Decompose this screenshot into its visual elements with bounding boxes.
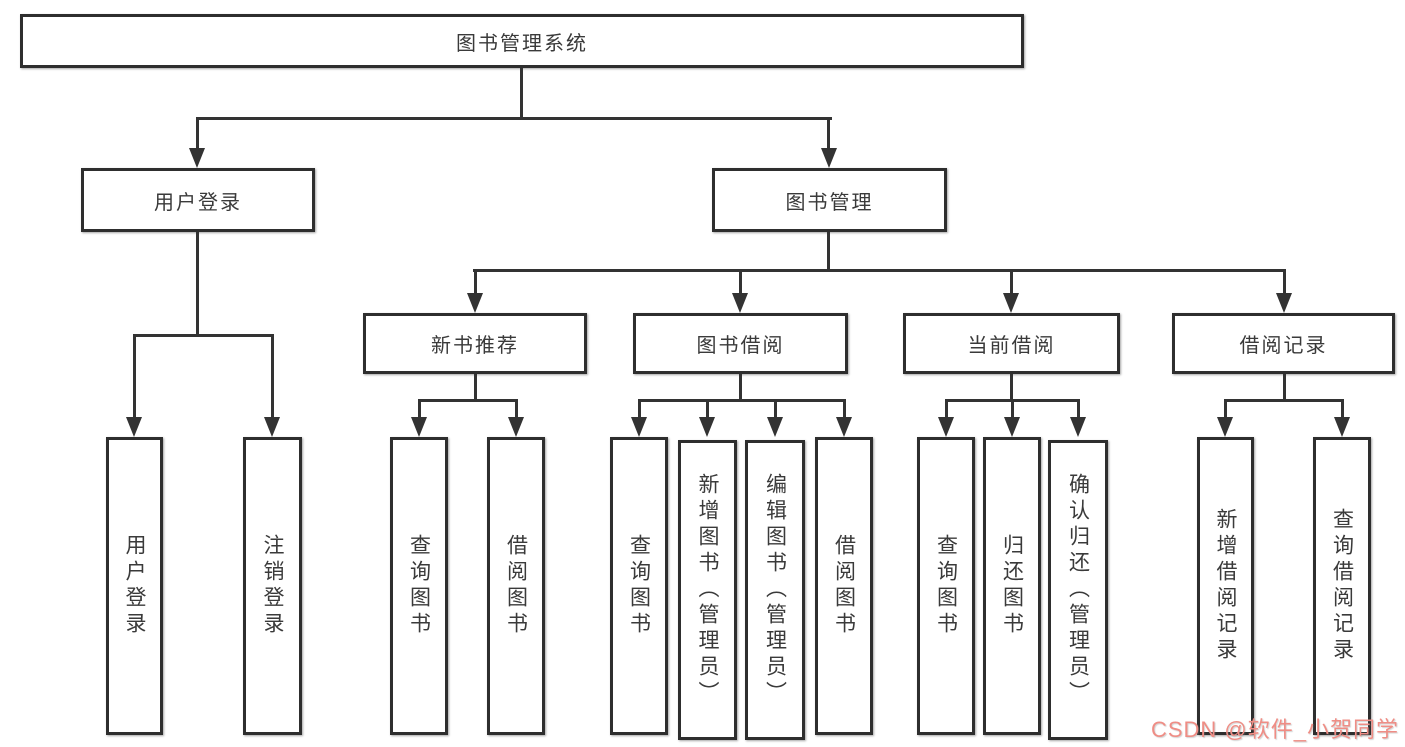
connector-line <box>1010 269 1013 295</box>
arrow-down-icon <box>732 293 748 313</box>
connector-line <box>133 334 136 419</box>
arrow-down-icon <box>1004 417 1020 437</box>
connector-line <box>271 334 274 419</box>
node-book-management-system: 图书管理系统 <box>20 14 1024 68</box>
connector-line <box>133 334 274 337</box>
node-label: 借阅图书 <box>832 534 856 638</box>
arrow-down-icon <box>411 417 427 437</box>
connector-line <box>418 399 518 402</box>
node-return-books: 归还图书 <box>983 437 1041 735</box>
node-query-borrow-record: 查询借阅记录 <box>1313 437 1371 735</box>
node-label: 注销登录 <box>261 534 284 638</box>
connector-line <box>474 374 477 401</box>
connector-line <box>1224 399 1343 402</box>
arrow-down-icon <box>264 417 280 437</box>
node-borrow-books: 借阅图书 <box>487 437 545 735</box>
connector-line <box>1283 269 1286 295</box>
node-user-login-leaf: 用户登录 <box>106 437 163 735</box>
connector-line <box>1011 399 1014 419</box>
csdn-watermark: CSDN @软件_小贺同学 <box>1150 717 1399 742</box>
node-label: 图书管理 <box>785 191 874 214</box>
arrow-down-icon <box>189 148 205 168</box>
node-label: 图书借阅 <box>696 335 785 357</box>
arrow-down-icon <box>938 417 954 437</box>
connector-line <box>1283 374 1286 401</box>
node-borrow-books: 借阅图书 <box>815 437 873 735</box>
arrow-down-icon <box>1334 417 1350 437</box>
node-add-borrow-record: 新增借阅记录 <box>1197 437 1254 735</box>
node-book-borrowing: 图书借阅 <box>633 313 848 374</box>
connector-line <box>739 269 742 295</box>
node-user-login: 用户登录 <box>81 168 315 232</box>
node-label: 归还图书 <box>1000 534 1024 638</box>
connector-line <box>515 399 518 419</box>
node-label: 新增图书（管理员） <box>696 473 719 707</box>
connector-line <box>739 374 742 401</box>
node-label: 查询图书 <box>934 534 958 638</box>
connector-line <box>843 399 846 419</box>
node-label: 确认归还（管理员） <box>1066 473 1090 707</box>
arrow-down-icon <box>1003 293 1019 313</box>
node-label: 借阅图书 <box>504 534 528 638</box>
connector-line <box>638 399 641 419</box>
node-borrowing-records: 借阅记录 <box>1172 313 1395 374</box>
node-add-books-admin: 新增图书（管理员） <box>678 440 737 740</box>
arrow-down-icon <box>1070 417 1086 437</box>
node-label: 查询图书 <box>627 534 651 638</box>
connector-line <box>474 269 477 295</box>
node-current-borrowing: 当前借阅 <box>903 313 1120 374</box>
arrow-down-icon <box>767 417 783 437</box>
node-query-books: 查询图书 <box>610 437 668 735</box>
connector-line <box>1077 399 1080 419</box>
node-label: 新增借阅记录 <box>1214 508 1237 664</box>
arrow-down-icon <box>508 417 524 437</box>
node-edit-books-admin: 编辑图书（管理员） <box>745 440 805 740</box>
arrow-down-icon <box>1217 417 1233 437</box>
node-confirm-return-admin: 确认归还（管理员） <box>1048 440 1108 740</box>
connector-line <box>1341 399 1344 419</box>
connector-line <box>418 399 421 419</box>
node-new-book-recommendation: 新书推荐 <box>363 313 587 374</box>
node-query-books: 查询图书 <box>390 437 448 735</box>
connector-line <box>827 232 830 271</box>
node-query-books: 查询图书 <box>917 437 975 735</box>
node-label: 借阅记录 <box>1239 335 1328 357</box>
node-label: 用户登录 <box>154 191 242 214</box>
node-book-management: 图书管理 <box>712 168 947 232</box>
connector-line <box>827 117 830 150</box>
node-label: 新书推荐 <box>431 335 519 357</box>
arrow-down-icon <box>699 417 715 437</box>
connector-line <box>638 399 846 402</box>
connector-line <box>196 117 199 150</box>
node-label: 图书管理系统 <box>456 32 588 55</box>
node-label: 用户登录 <box>123 534 146 638</box>
connector-line <box>1224 399 1227 419</box>
arrow-down-icon <box>836 417 852 437</box>
node-label: 查询图书 <box>407 534 431 638</box>
arrow-down-icon <box>1276 293 1292 313</box>
connector-line <box>520 68 523 118</box>
node-label: 当前借阅 <box>967 335 1056 357</box>
node-label: 编辑图书（管理员） <box>763 473 787 707</box>
arrow-down-icon <box>631 417 647 437</box>
connector-line <box>473 269 1286 272</box>
connector-line <box>196 117 832 120</box>
connector-line <box>706 399 709 419</box>
connector-line <box>1010 374 1013 401</box>
connector-line <box>774 399 777 419</box>
arrow-down-icon <box>126 417 142 437</box>
arrow-down-icon <box>821 148 837 168</box>
node-user-logout: 注销登录 <box>243 437 302 735</box>
connector-line <box>945 399 948 419</box>
node-label: 查询借阅记录 <box>1330 508 1354 664</box>
arrow-down-icon <box>467 293 483 313</box>
connector-line <box>196 232 199 336</box>
